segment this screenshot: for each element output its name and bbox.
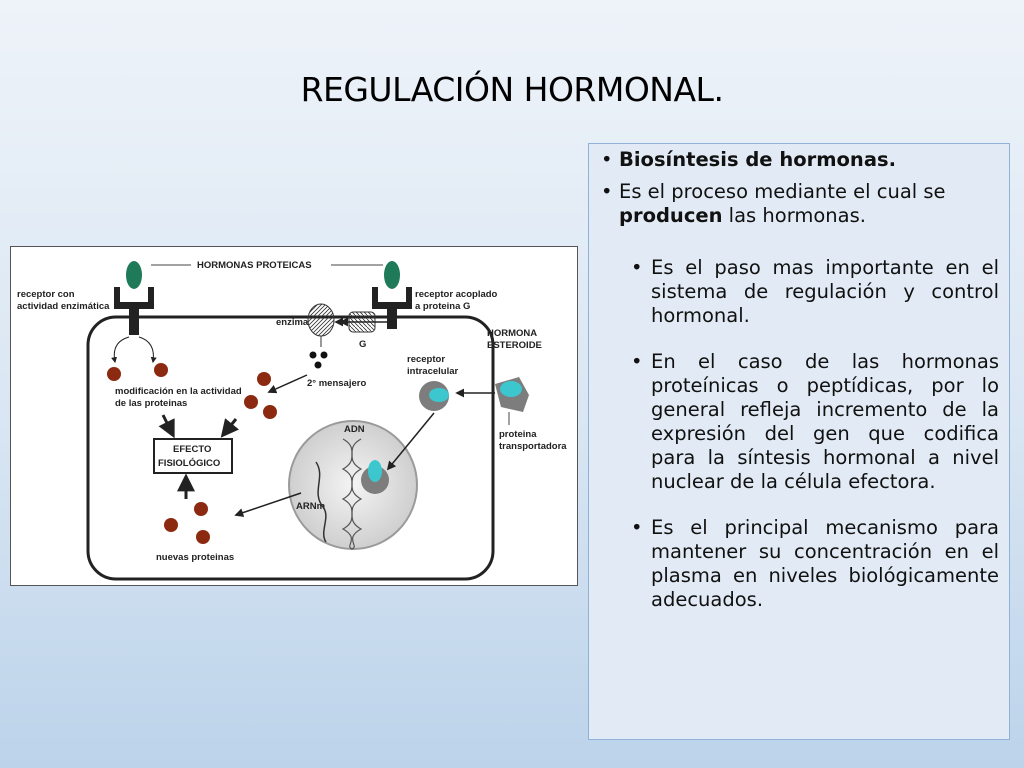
label-segundo-mensajero: 2° mensajero <box>307 378 366 389</box>
label-adn: ADN <box>344 424 365 435</box>
diagram-svg: HORMONAS PROTEICAS receptor con activida… <box>17 260 567 581</box>
steroid-hormone-nuclear <box>368 460 382 482</box>
enzymatic-receptor <box>114 287 154 335</box>
protein-hormone-left <box>126 261 142 289</box>
new-protein-dot <box>164 518 178 532</box>
subbullet-mechanism: • Es el principal mecanismo para mantene… <box>601 516 999 612</box>
nucleus <box>288 420 418 550</box>
protein-dot <box>154 363 168 377</box>
second-messenger-dot <box>314 361 322 369</box>
bullet-dot: • <box>601 180 613 203</box>
label-g: G <box>359 339 366 350</box>
cell-signaling-diagram: HORMONAS PROTEICAS receptor con activida… <box>10 246 578 586</box>
steroid-hormone-free <box>500 381 522 397</box>
label-receptor-intracelular-1: receptor <box>407 354 445 365</box>
label-receptor-enzimatico-2: actividad enzimática <box>17 301 110 312</box>
slide-title: REGULACIÓN HORMONAL. <box>300 70 724 109</box>
bullet-dot: • <box>631 256 643 279</box>
label-receptor-enzimatico-1: receptor con <box>17 289 75 300</box>
bullet-biosintesis: • Biosíntesis de hormonas. <box>601 148 999 172</box>
subbullet-text: En el caso de las hormonas proteínicas o… <box>651 350 999 493</box>
protein-dot <box>263 405 277 419</box>
label-hormona-esteroide-2: ESTEROIDE <box>487 340 542 351</box>
subbullet-text: Es el principal mecanismo para mantener … <box>651 516 999 611</box>
bullet-dot: • <box>601 148 613 171</box>
bullet-dot: • <box>631 516 643 539</box>
protein-dot <box>244 395 258 409</box>
protein-dot <box>107 367 121 381</box>
label-proteina-transportadora-2: transportadora <box>499 441 567 452</box>
label-efecto-2: FISIOLÓGICO <box>158 457 220 469</box>
bullet-dot: • <box>631 350 643 373</box>
label-proteina-transportadora-1: proteina <box>499 429 537 440</box>
bullet-definition: • Es el proceso mediante el cual se prod… <box>601 180 999 228</box>
label-receptor-intracelular-2: intracelular <box>407 366 459 377</box>
label-hormona-esteroide-1: HORMONA <box>487 328 537 339</box>
label-hormonas-proteicas: HORMONAS PROTEICAS <box>197 260 312 271</box>
label-modificacion-1: modificación en la actividad <box>115 386 242 397</box>
bullet-text: Biosíntesis de hormonas. <box>619 148 896 171</box>
protein-dot <box>257 372 271 386</box>
g-protein-receptor <box>372 287 412 329</box>
subbullet-importance: • Es el paso mas importante en el sistem… <box>601 256 999 328</box>
new-protein-dot <box>194 502 208 516</box>
label-receptor-g-1: receptor acoplado <box>415 289 498 300</box>
efecto-fisiologico-box <box>153 438 233 474</box>
label-enzima: enzima <box>276 317 309 328</box>
label-efecto-1: EFECTO <box>173 444 211 455</box>
new-protein-dot <box>196 530 210 544</box>
label-receptor-g-2: a proteina G <box>415 301 470 312</box>
bullet-text-part: las hormonas. <box>722 204 866 227</box>
steroid-hormone-intracellular <box>429 388 449 402</box>
bullet-text-bold: producen <box>619 204 723 227</box>
subbullet-text: Es el paso mas importante en el sistema … <box>651 256 999 327</box>
protein-hormone-right <box>384 261 400 289</box>
bullet-text-part: Es el proceso mediante el cual se <box>619 180 946 203</box>
subbullet-peptide-hormones: • En el caso de las hormonas proteínicas… <box>601 350 999 494</box>
label-nuevas-proteinas: nuevas proteinas <box>156 552 234 563</box>
content-text-box: • Biosíntesis de hormonas. • Es el proce… <box>588 143 1010 740</box>
label-modificacion-2: de las proteinas <box>115 398 187 409</box>
label-arnm: ARNm <box>296 501 325 512</box>
bullet-text: Es el proceso mediante el cual se produc… <box>619 180 999 228</box>
dna-helix <box>341 438 363 550</box>
enzyme-shape <box>307 303 335 337</box>
second-messenger-dot <box>320 351 328 359</box>
second-messenger-dot <box>309 351 317 359</box>
mrna-strand <box>315 461 327 543</box>
